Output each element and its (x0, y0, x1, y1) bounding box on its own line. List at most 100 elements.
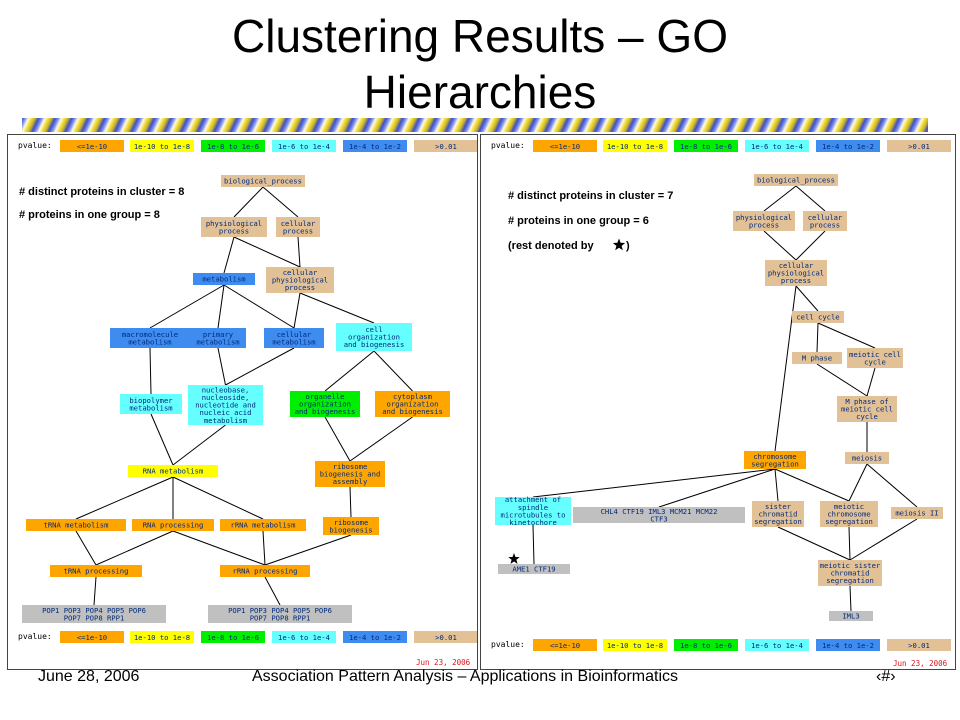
go-term-label: POP1 POP3 POP4 POP5 POP6 (42, 606, 146, 615)
go-term-box (498, 564, 570, 574)
go-term-label: nucleic acid (200, 408, 252, 417)
go-term-box (315, 461, 385, 487)
right-date-stamp: Jun 23, 2006 (893, 659, 948, 668)
decorative-rule (22, 118, 928, 132)
go-term-box (110, 328, 190, 348)
go-term-box (266, 267, 334, 293)
go-term-box (22, 605, 166, 623)
hierarchy-edge (532, 468, 776, 498)
go-term-label: physiological (206, 219, 262, 228)
go-term-node: biological_process (754, 174, 838, 186)
go-term-label: primary (203, 330, 234, 339)
go-term-label: and biogenesis (295, 407, 356, 416)
star-icon (508, 553, 520, 564)
legend-swatch (603, 639, 667, 651)
go-term-label: POP7 POP8 RPP1 (64, 613, 125, 622)
go-term-label: process (283, 226, 313, 235)
go-term-label: ribosome (333, 462, 368, 471)
go-term-box (201, 217, 267, 237)
go-term-label: nucleotide and (195, 401, 256, 410)
go-term-label: process (810, 220, 840, 229)
go-term-node: biological_process (221, 175, 305, 187)
go-term-node: IML3 (829, 611, 873, 621)
legend-label: 1e-6 to 1e-4 (278, 633, 330, 642)
go-term-label: cellular (281, 219, 316, 228)
go-term-node: RNA metabolism (128, 465, 218, 477)
go-term-box (26, 519, 126, 531)
hierarchy-edge (262, 186, 299, 218)
hierarchy-edge (297, 236, 301, 268)
go-term-label: and biogenesis (344, 340, 405, 349)
go-term-label: tRNA processing (64, 567, 129, 576)
legend-label: 1e-8 to 1e-6 (680, 142, 732, 151)
go-term-box (128, 465, 218, 477)
pvalue-legend-item: >0.01 (887, 140, 951, 152)
legend-swatch (816, 639, 880, 651)
go-term-label: metabolism (202, 275, 245, 284)
legend-label: 1e-4 to 1e-2 (822, 142, 874, 151)
go-term-label: metabolism (204, 416, 247, 425)
footer-page-number: ‹#› (876, 668, 896, 685)
hierarchy-edge (349, 486, 352, 518)
pvalue-legend-item: 1e-6 to 1e-4 (272, 140, 336, 152)
go-term-label: M phase (802, 354, 832, 363)
go-term-box (375, 391, 450, 417)
go-term-label: organelle (306, 392, 345, 401)
go-term-box (891, 507, 943, 519)
go-term-label: cell cycle (796, 313, 839, 322)
pvalue-legend-item: <=1e-10 (60, 140, 124, 152)
right-stat-rest-suffix: ) (626, 240, 630, 252)
go-term-label: cellular (808, 213, 843, 222)
go-term-label: cellular (277, 330, 312, 339)
legend-swatch (343, 140, 407, 152)
go-term-box (132, 519, 214, 531)
hierarchy-edge (75, 476, 174, 520)
hierarchy-edge (223, 236, 235, 274)
hierarchy-edge (262, 530, 266, 566)
go-term-node: tRNA metabolism (26, 519, 126, 531)
slide-title-line1: Clustering Results – GO (232, 10, 728, 62)
go-term-label: cycle (856, 412, 878, 421)
pvalue-legend-item: 1e-6 to 1e-4 (745, 140, 809, 152)
hierarchy-edge (149, 284, 225, 329)
legend-label: 1e-6 to 1e-4 (278, 142, 330, 151)
go-term-box (276, 217, 320, 237)
pvalue-legend-item: 1e-8 to 1e-6 (201, 631, 265, 643)
go-term-box (193, 273, 255, 285)
legend-label: 1e-4 to 1e-2 (349, 142, 401, 151)
pvalue-legend-item: 1e-4 to 1e-2 (343, 140, 407, 152)
legend-label: 1e-6 to 1e-4 (751, 641, 803, 650)
hierarchy-edge (763, 230, 797, 261)
go-term-box (803, 211, 847, 231)
go-term-label: process (781, 276, 811, 285)
hierarchy-edge (532, 524, 535, 565)
left-stat-distinct: # distinct proteins in cluster = 8 (19, 186, 184, 198)
pvalue-legend-item: 1e-8 to 1e-6 (674, 140, 738, 152)
go-term-box (220, 519, 306, 531)
legend-label: <=1e-10 (77, 142, 107, 151)
go-term-box (792, 311, 844, 323)
legend-swatch (414, 140, 477, 152)
go-term-label: nucleoside, (202, 393, 250, 402)
go-term-label: attachment of (505, 495, 561, 504)
go-term-label: metabolism (196, 337, 239, 346)
go-term-box (336, 323, 412, 351)
go-term-label: biogenesis (329, 525, 372, 534)
star-icon (612, 238, 626, 251)
pvalue-legend-item: 1e-6 to 1e-4 (745, 639, 809, 651)
legend-swatch (201, 140, 265, 152)
legend-swatch (60, 140, 124, 152)
right-stat-distinct: # distinct proteins in cluster = 7 (508, 190, 673, 202)
go-term-label: microtubules to (501, 510, 566, 519)
legend-swatch (816, 140, 880, 152)
go-term-box (744, 451, 806, 469)
